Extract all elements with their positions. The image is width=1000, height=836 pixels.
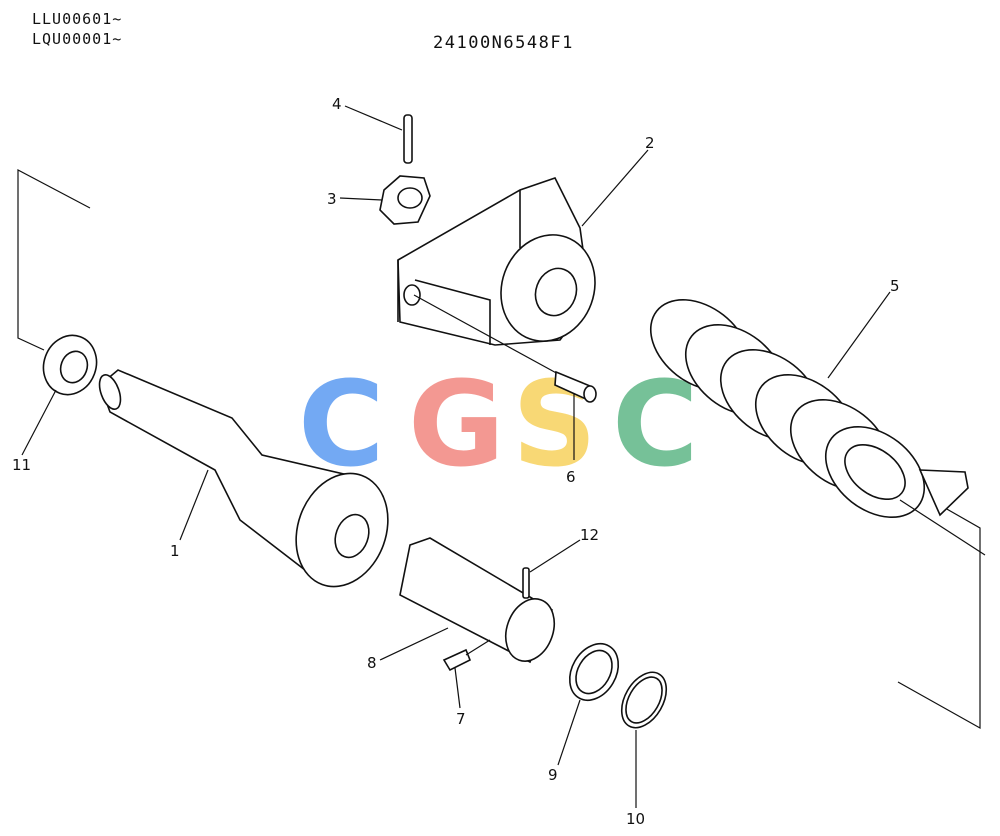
leader-line-3 (339, 197, 383, 201)
part-10-snap-ring (620, 671, 668, 729)
leader-line-1 (179, 469, 209, 541)
callout-numbers: 1 2 3 4 5 6 7 8 9 10 11 12 (12, 95, 900, 828)
leader-line-11 (21, 389, 57, 456)
callout-6: 6 (566, 468, 576, 486)
part-9-ring (568, 642, 620, 702)
callout-2: 2 (645, 134, 655, 152)
callout-5: 5 (890, 277, 900, 295)
watermark-letter-2: G (408, 355, 505, 493)
serial-range-2: LQU00001~ (32, 30, 123, 48)
serial-range-1: LLU00601~ (32, 10, 123, 28)
part-1-piston-rod (98, 369, 389, 588)
callout-12: 12 (580, 526, 599, 544)
assembly-bracket-left (17, 169, 91, 351)
part-7-grease-fitting (442, 639, 491, 672)
part-6-bolt (413, 294, 597, 403)
assembly-bracket-right (897, 507, 981, 730)
part-12-spring-pin (522, 567, 530, 599)
callout-4: 4 (332, 95, 342, 113)
part-3-nut (379, 175, 431, 225)
callout-11: 11 (12, 456, 31, 474)
callout-10: 10 (626, 810, 645, 828)
watermark-letter-3: S (512, 355, 597, 493)
leader-line-8 (379, 627, 449, 661)
leader-line-9 (557, 699, 581, 766)
leader-line-5 (827, 291, 891, 379)
leader-line-4 (344, 105, 403, 131)
leader-line-12 (529, 539, 581, 573)
part-4-pin (403, 114, 413, 164)
callout-7: 7 (456, 710, 466, 728)
leader-line-2 (581, 149, 649, 227)
watermark: C G S C (298, 355, 699, 493)
callout-3: 3 (327, 190, 337, 208)
callout-9: 9 (548, 766, 558, 784)
drawing-number: 24100N6548F1 (433, 33, 574, 53)
callout-8: 8 (367, 654, 377, 672)
part-2-yoke (397, 177, 596, 346)
part-8-cylinder (399, 537, 556, 664)
leader-line-7 (454, 667, 461, 709)
callout-1: 1 (170, 542, 180, 560)
part-11-seal-ring (42, 334, 98, 396)
leader-lines (21, 105, 891, 808)
part-5-recoil-spring (649, 298, 986, 556)
